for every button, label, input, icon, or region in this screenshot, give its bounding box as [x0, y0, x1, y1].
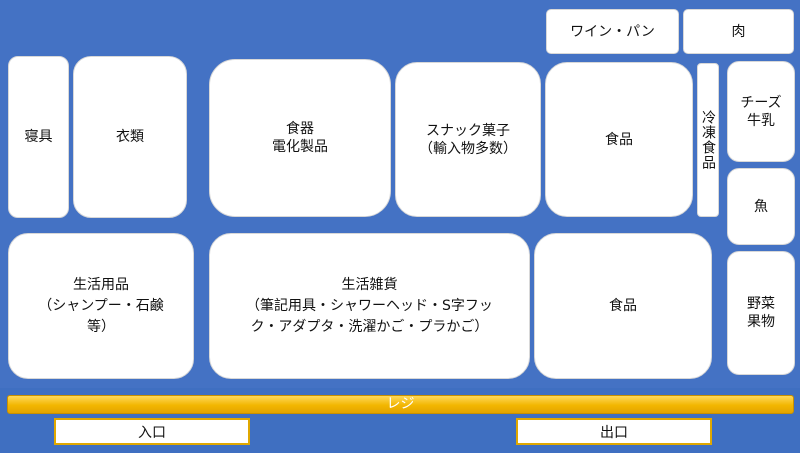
- zone-clothing[interactable]: 衣類: [73, 56, 187, 218]
- zone-frozen-food[interactable]: 冷凍食品: [697, 63, 719, 217]
- zone-misc-goods[interactable]: 生活雑貨 （筆記用具・シャワーヘッド・S字フッ ク・アダプタ・洗濯かご・プラかご…: [209, 233, 530, 379]
- checkout-register[interactable]: レジ: [7, 395, 794, 414]
- zone-cheese-milk[interactable]: チーズ 牛乳: [727, 61, 795, 162]
- zone-fish[interactable]: 魚: [727, 168, 795, 245]
- zone-wine-bread[interactable]: ワイン・パン: [546, 9, 679, 54]
- exit-door[interactable]: 出口: [516, 418, 712, 445]
- zone-food-upper[interactable]: 食品: [545, 62, 693, 217]
- zone-vegetables-fruit[interactable]: 野菜 果物: [727, 251, 795, 375]
- zone-bedding[interactable]: 寝具: [8, 56, 69, 218]
- zone-food-lower[interactable]: 食品: [534, 233, 712, 379]
- zone-tableware-appliances[interactable]: 食器 電化製品: [209, 59, 391, 217]
- zone-daily-goods[interactable]: 生活用品 （シャンプー・石鹸 等）: [8, 233, 194, 379]
- entrance-door[interactable]: 入口: [54, 418, 250, 445]
- zone-snacks[interactable]: スナック菓子 （輸入物多数）: [395, 62, 541, 217]
- zone-meat[interactable]: 肉: [683, 9, 794, 54]
